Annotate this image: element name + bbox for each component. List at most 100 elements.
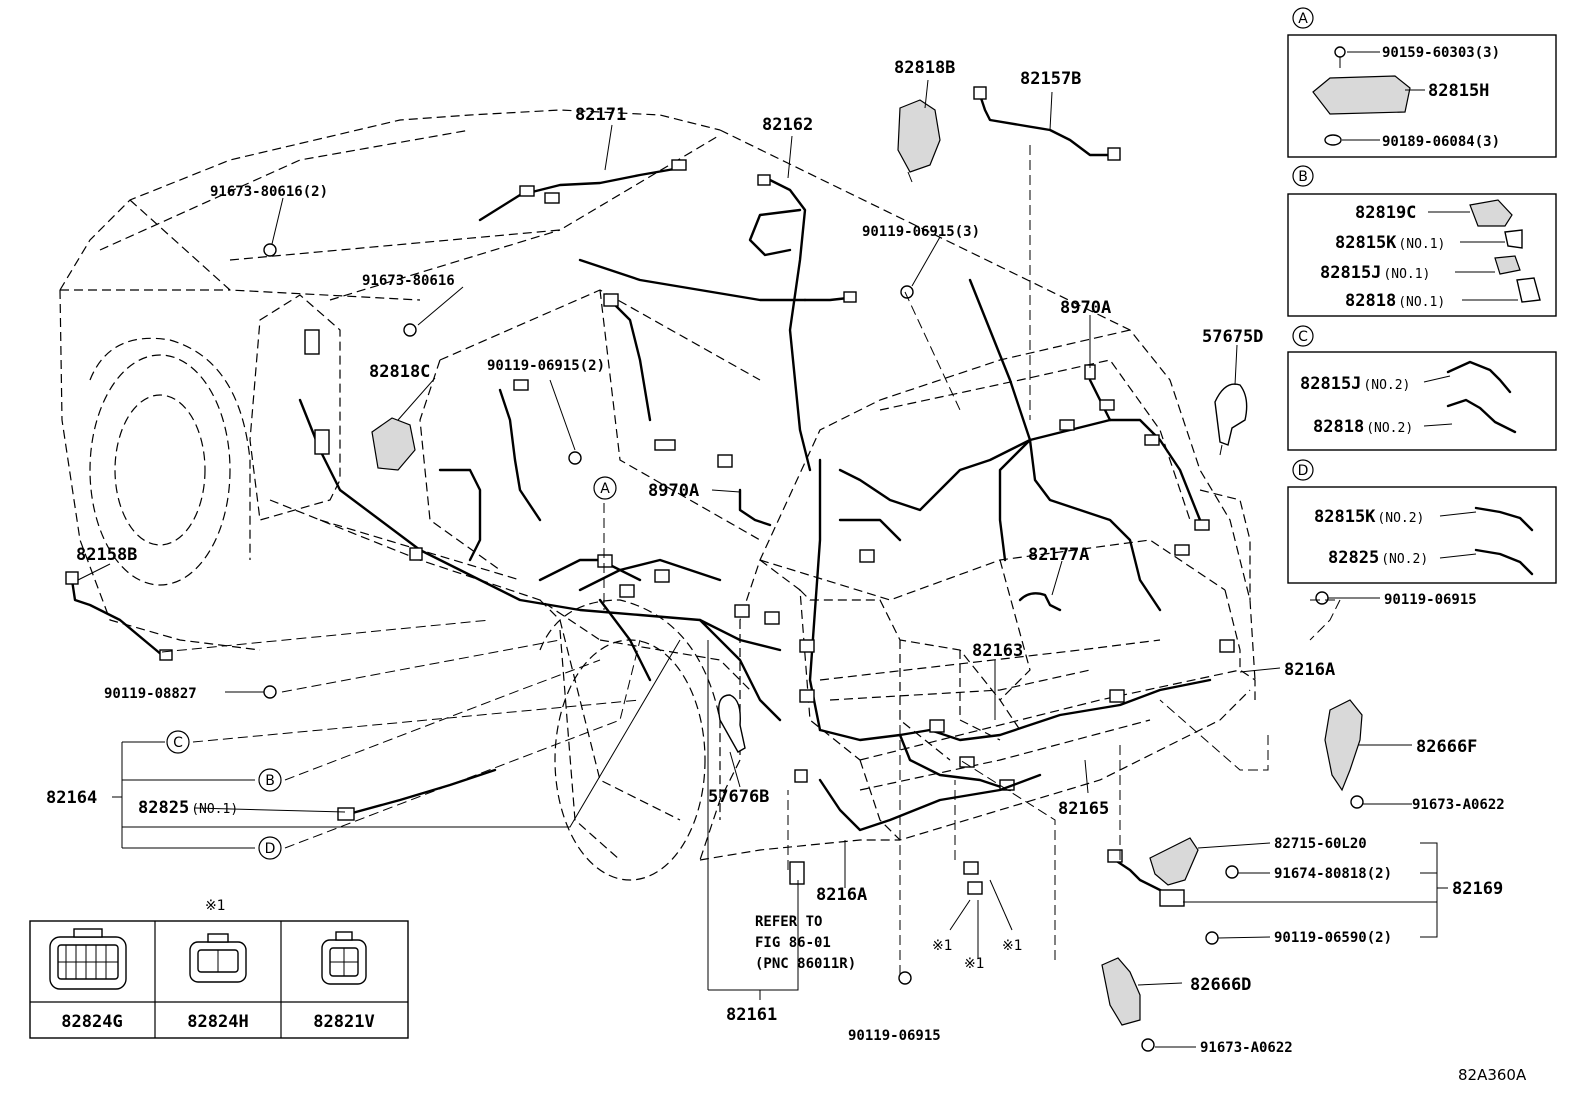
label-91673-80616-2: 91673-80616(2) — [210, 184, 328, 200]
inset-A-label-82815H: 82815H — [1428, 81, 1489, 101]
wire-harnesses — [65, 86, 1235, 907]
note-mark-1: ※1 — [932, 938, 953, 954]
label-82169: 82169 — [1452, 879, 1503, 899]
label-91674-80818-2: 91674-80818(2) — [1274, 866, 1392, 882]
label-90119-08827: 90119-08827 — [104, 686, 197, 702]
inset-D-label-82825-no2: 82825(NO.2) — [1328, 548, 1428, 568]
label-91673-80616: 91673-80616 — [362, 273, 455, 289]
callout-letter-D: D — [265, 841, 276, 857]
inset-C-82815J-suffix: (NO.2) — [1363, 378, 1410, 393]
label-91673-A0622-right: 91673-A0622 — [1412, 797, 1505, 813]
diagram-code: 82A360A — [1458, 1066, 1527, 1084]
inset-A-label-90189-06084-3: 90189-06084(3) — [1382, 134, 1500, 150]
inset-D-box — [1287, 486, 1557, 584]
note-mark-3: ※1 — [1002, 938, 1023, 954]
inset-C-letter: C — [1298, 329, 1308, 345]
inset-C-label-82815J-no2: 82815J(NO.2) — [1300, 374, 1410, 394]
label-82818B: 82818B — [894, 58, 955, 78]
label-90119-06915-right: 90119-06915 — [1384, 592, 1477, 608]
connector-label-82821V: 82821V — [313, 1012, 374, 1032]
label-82825-no1-suffix: (NO.1) — [191, 802, 238, 817]
inset-B-82815J-number: 82815J — [1320, 263, 1381, 283]
leader-lines — [77, 79, 1448, 1048]
inset-D-82815K-number: 82815K — [1314, 507, 1376, 527]
label-90119-06915-3: 90119-06915(3) — [862, 224, 980, 240]
label-82666D: 82666D — [1190, 975, 1251, 995]
callout-bubble-C — [166, 730, 190, 754]
inset-D-82815K-suffix: (NO.2) — [1377, 511, 1424, 526]
label-82163: 82163 — [972, 641, 1023, 661]
inset-B-82815J-suffix: (NO.1) — [1383, 267, 1430, 282]
inset-D-82825-number: 82825 — [1328, 548, 1379, 568]
inset-A: A 90159-60303(3) 82815H 90189-06084(3) — [1287, 7, 1557, 158]
inset-D-letter: D — [1298, 463, 1309, 479]
callout-bubble-D — [258, 836, 282, 860]
callout-bubble-B — [258, 768, 282, 792]
label-82177A: 82177A — [1028, 545, 1089, 565]
label-90119-06590-2: 90119-06590(2) — [1274, 930, 1392, 946]
inset-B-82815K-number: 82815K — [1335, 233, 1397, 253]
inset-A-bubble — [1292, 7, 1314, 29]
label-8970A-mid: 8970A — [648, 481, 699, 501]
callout-bubble-A — [593, 476, 617, 500]
label-82158B: 82158B — [76, 545, 137, 565]
note-mark-2: ※1 — [964, 956, 985, 972]
label-82666F: 82666F — [1416, 737, 1477, 757]
inset-B-label-82815J-no1: 82815J(NO.1) — [1320, 263, 1430, 283]
refer-line-3: (PNC 86011R) — [755, 956, 856, 972]
label-8216A-bottom: 8216A — [816, 885, 867, 905]
connector-82821V-icon — [321, 931, 367, 985]
callout-letter-B: B — [265, 773, 275, 789]
label-8970A-top: 8970A — [1060, 298, 1111, 318]
label-82164: 82164 — [46, 788, 97, 808]
label-82715-60L20: 82715-60L20 — [1274, 836, 1367, 852]
label-82171: 82171 — [575, 105, 626, 125]
inset-C-bubble — [1292, 325, 1314, 347]
inset-B-82818-suffix: (NO.1) — [1398, 295, 1445, 310]
inset-C-label-82818-no2: 82818(NO.2) — [1313, 417, 1413, 437]
label-90119-06915-bottom: 90119-06915 — [848, 1028, 941, 1044]
label-57676B: 57676B — [708, 787, 769, 807]
connector-label-82824H: 82824H — [187, 1012, 248, 1032]
inset-C: C 82815J(NO.2) 82818(NO.2) — [1287, 325, 1557, 451]
inset-C-82818-number: 82818 — [1313, 417, 1364, 437]
dashed-leaders — [161, 145, 1341, 975]
label-91673-A0622-bottom: 91673-A0622 — [1200, 1040, 1293, 1056]
inset-B-label-82815K-no1: 82815K(NO.1) — [1335, 233, 1445, 253]
inset-B-letter: B — [1298, 169, 1308, 185]
label-82825-no1: 82825(NO.1) — [138, 798, 238, 818]
inset-A-letter: A — [1298, 11, 1308, 27]
inset-B-label-82818-no1: 82818(NO.1) — [1345, 291, 1445, 311]
callout-bubbles: A C B D — [166, 476, 617, 860]
label-57675D: 57675D — [1202, 327, 1263, 347]
inset-B-82815K-suffix: (NO.1) — [1398, 237, 1445, 252]
label-82157B: 82157B — [1020, 69, 1081, 89]
callout-letter-A: A — [600, 481, 610, 497]
label-8216A-right: 8216A — [1284, 660, 1335, 680]
connector-82824H-icon — [189, 933, 247, 983]
inset-D-label-82815K-no2: 82815K(NO.2) — [1314, 507, 1424, 527]
inset-B-82818-number: 82818 — [1345, 291, 1396, 311]
part-labels: 82171 82162 82818B 82157B 91673-80616(2)… — [46, 58, 1505, 1056]
inset-D: D 82815K(NO.2) 82825(NO.2) — [1287, 459, 1557, 584]
components — [263, 99, 1364, 1052]
connector-82824G-icon — [49, 928, 127, 990]
inset-C-box — [1287, 351, 1557, 451]
label-82161: 82161 — [726, 1005, 777, 1025]
inset-B-bubble — [1292, 165, 1314, 187]
inset-D-bubble — [1292, 459, 1314, 481]
connector-table-note: ※1 — [205, 898, 226, 914]
refer-line-2: FIG 86-01 — [755, 935, 831, 951]
label-82818C: 82818C — [369, 362, 430, 382]
inset-A-label-90159-60303-3: 90159-60303(3) — [1382, 45, 1500, 61]
connector-table: ※1 82824G 82824H 82821V — [29, 898, 409, 1039]
inset-B: B 82819C 82815K(NO.1) 82815J(NO.1) 82818… — [1287, 165, 1557, 317]
inset-C-82818-suffix: (NO.2) — [1366, 421, 1413, 436]
inset-C-82815J-number: 82815J — [1300, 374, 1361, 394]
label-82165: 82165 — [1058, 799, 1109, 819]
connector-label-82824G: 82824G — [61, 1012, 122, 1032]
refer-line-1: REFER TO — [755, 914, 822, 930]
inset-D-82825-suffix: (NO.2) — [1381, 552, 1428, 567]
label-82162: 82162 — [762, 115, 813, 135]
